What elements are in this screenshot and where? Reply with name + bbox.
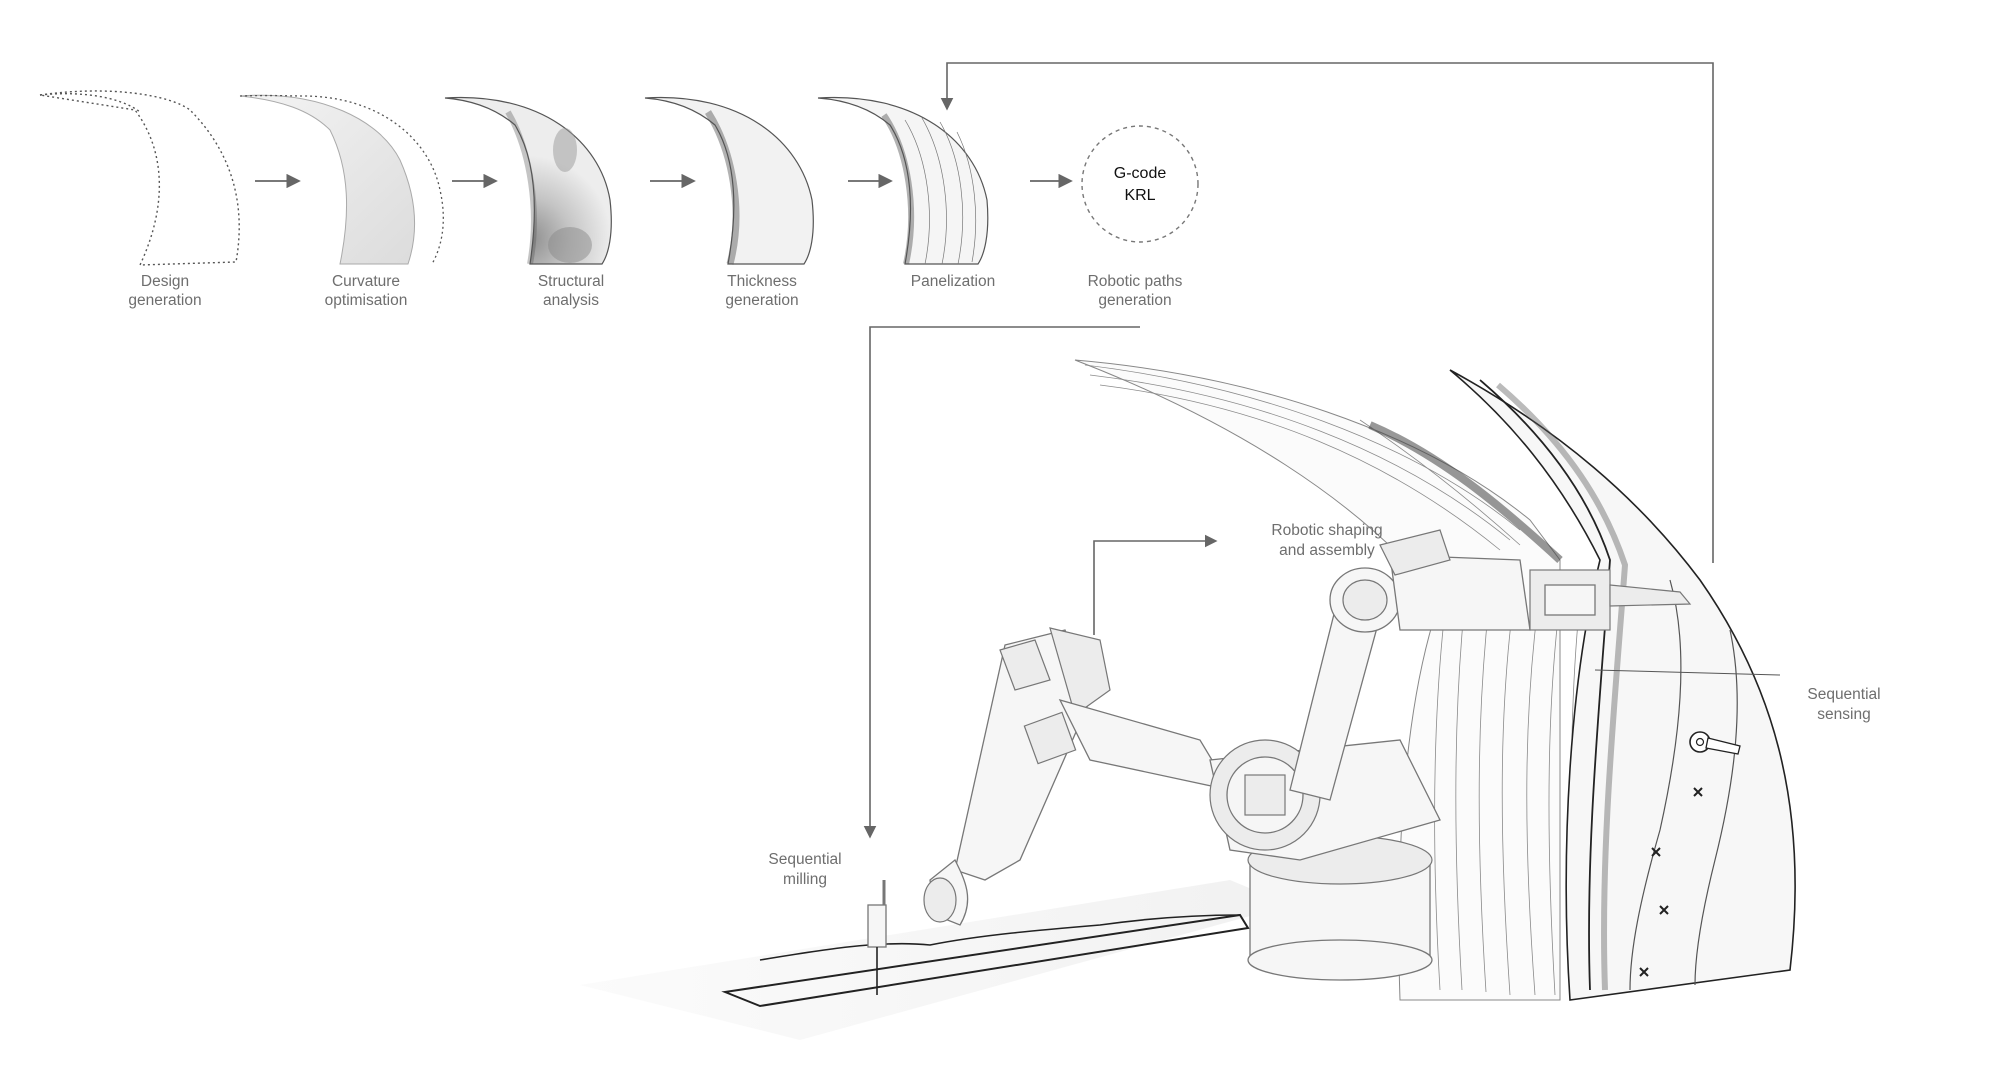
- milling-table: [580, 880, 1290, 1040]
- milling-arrow: [863, 326, 1140, 839]
- milling-label-2: milling: [783, 871, 827, 888]
- shaping-label-2: and assembly: [1279, 542, 1375, 559]
- sensing-marks: [1639, 787, 1703, 977]
- step-label-thickness: Thickness: [727, 273, 797, 290]
- step-label-thickness-2: generation: [725, 292, 798, 309]
- sensor-tool: [1689, 731, 1741, 755]
- step-label-robotic-paths-2: generation: [1098, 292, 1171, 309]
- fabrication-labels: Sequential milling Robotic shaping and a…: [768, 522, 1880, 888]
- gcode-krl-circle: G-code KRL: [1081, 125, 1199, 243]
- thickness-generation-shell: [644, 96, 814, 265]
- sensing-label-1: Sequential: [1807, 686, 1880, 703]
- shaping-arrow: [1093, 534, 1218, 635]
- milling-label-1: Sequential: [768, 851, 841, 868]
- step-label-curvature: Curvature: [332, 273, 400, 290]
- shaping-label-1: Robotic shaping: [1271, 522, 1382, 539]
- structural-analysis-shell: [444, 96, 612, 265]
- sensing-label-2: sensing: [1817, 706, 1870, 723]
- step-label-panelization: Panelization: [911, 273, 995, 290]
- step-label-curvature-2: optimisation: [325, 292, 408, 309]
- step-label-structural: Structural: [538, 273, 604, 290]
- step-label-design: Design: [141, 273, 189, 290]
- step-labels: Design generation Curvature optimisation…: [128, 273, 1182, 309]
- krl-label: KRL: [1124, 187, 1155, 204]
- design-generation-shell: [39, 90, 240, 266]
- step-label-design-2: generation: [128, 292, 201, 309]
- panel-curtain: [1074, 359, 1581, 1001]
- milling-robot: [867, 627, 1232, 995]
- step-label-robotic-paths: Robotic paths: [1088, 273, 1183, 290]
- step-label-structural-2: analysis: [543, 292, 599, 309]
- feedback-arrow: [940, 62, 1714, 563]
- curvature-optimisation-shell: [239, 94, 444, 265]
- shaping-robot: [1209, 529, 1692, 981]
- panelization-shell: [817, 96, 989, 265]
- gcode-label: G-code: [1114, 165, 1167, 182]
